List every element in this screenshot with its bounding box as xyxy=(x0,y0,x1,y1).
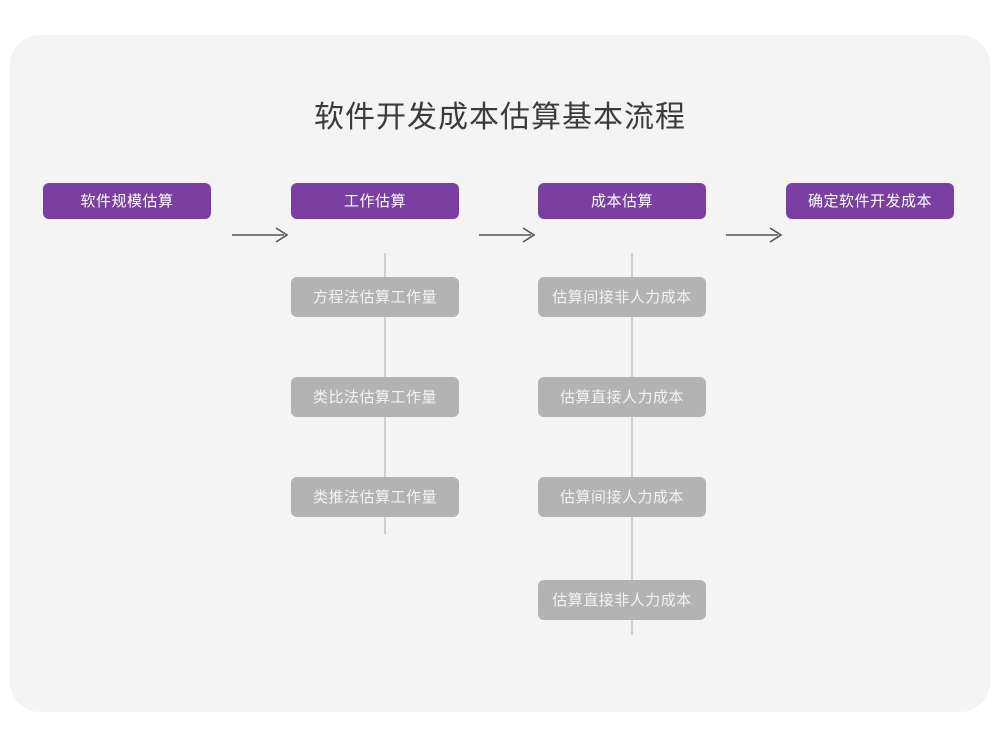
substep-node-indirect-nonlabor-cost[interactable]: 估算间接非人力成本 xyxy=(538,277,706,317)
substep-node-extrapolation-method-workload[interactable]: 类推法估算工作量 xyxy=(291,477,459,517)
arrow-stage-1-to-stage-2 xyxy=(232,226,292,244)
substep-node-analogy-method-workload[interactable]: 类比法估算工作量 xyxy=(291,377,459,417)
stage-node-cost-estimation[interactable]: 成本估算 xyxy=(538,183,706,219)
stage-node-work-estimation[interactable]: 工作估算 xyxy=(291,183,459,219)
substep-node-equation-method-workload[interactable]: 方程法估算工作量 xyxy=(291,277,459,317)
substep-node-indirect-labor-cost[interactable]: 估算间接人力成本 xyxy=(538,477,706,517)
arrow-stage-2-to-stage-3 xyxy=(479,226,539,244)
arrow-stage-3-to-stage-4 xyxy=(726,226,786,244)
connector-line-stage-3 xyxy=(631,253,633,635)
diagram-card: 软件开发成本估算基本流程 软件规模估算 工作估算 方程法估算工作量 类比法估算工… xyxy=(10,35,990,712)
stage-node-determine-development-cost[interactable]: 确定软件开发成本 xyxy=(786,183,954,219)
substep-node-direct-nonlabor-cost[interactable]: 估算直接非人力成本 xyxy=(538,580,706,620)
stage-node-software-size-estimation[interactable]: 软件规模估算 xyxy=(43,183,211,219)
page-title: 软件开发成本估算基本流程 xyxy=(314,101,686,134)
substep-node-direct-labor-cost[interactable]: 估算直接人力成本 xyxy=(538,377,706,417)
